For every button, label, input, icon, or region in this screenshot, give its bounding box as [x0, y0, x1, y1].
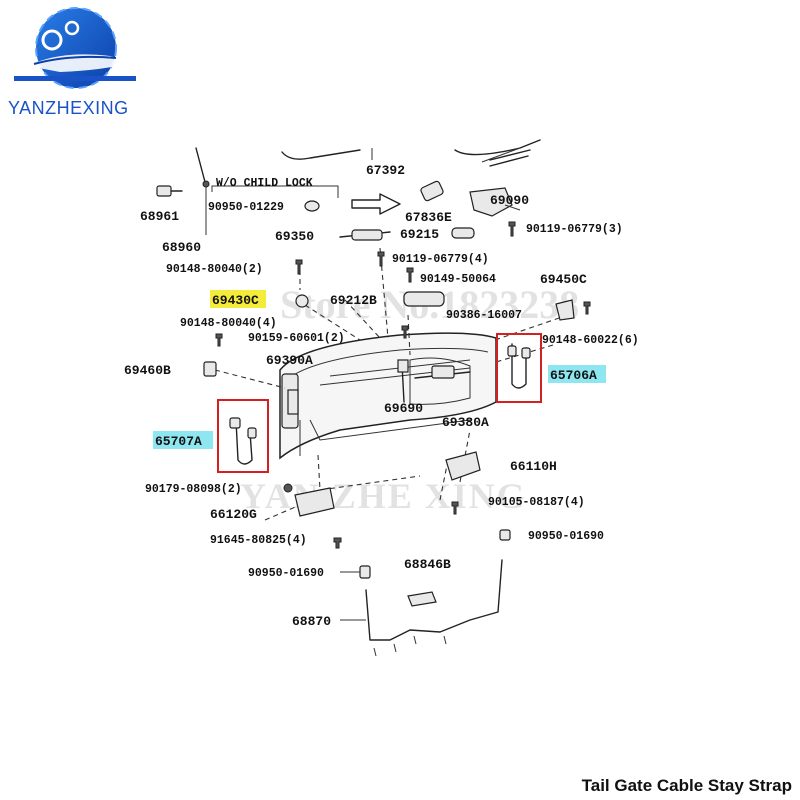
cable-strap-icon-2 — [235, 419, 253, 465]
label-90386: 90386-16007 — [446, 309, 522, 322]
brand-watermark: YAN ZHE XING — [240, 476, 527, 516]
label-65707a: 65707A — [155, 434, 202, 449]
label-90950-01690-left: 90950-01690 — [248, 567, 324, 580]
label-90179: 90179-08098(2) — [145, 483, 242, 496]
label-66120g: 66120G — [210, 507, 257, 522]
label-69390a: 69390A — [266, 353, 313, 368]
actuator-icon — [420, 180, 444, 202]
label-69215: 69215 — [400, 227, 439, 242]
brand-logo: YANZHEXING — [8, 7, 136, 118]
label-90148-2: 90148-80040(2) — [166, 263, 263, 276]
label-69450c: 69450C — [540, 272, 587, 287]
label-69380a: 69380A — [442, 415, 489, 430]
label-66110h: 66110H — [510, 459, 557, 474]
label-90950-01690-right: 90950-01690 — [528, 530, 604, 543]
callout-box-right — [496, 333, 542, 403]
gas-stay-icon — [445, 451, 481, 481]
label-90148-6: 90148-60022(6) — [542, 334, 639, 347]
callout-box-left — [217, 399, 269, 473]
label-69090: 69090 — [490, 193, 529, 208]
gas-stay-icon-2 — [294, 487, 335, 517]
callout-65707a — [217, 399, 269, 473]
clip-icon — [304, 200, 320, 212]
label-90119-4: 90119-06779(4) — [392, 253, 489, 266]
label-90950-01229: 90950-01229 — [208, 201, 284, 214]
product-caption: Tail Gate Cable Stay Strap — [582, 776, 792, 795]
top-drawing — [195, 139, 541, 235]
label-69460b: 69460B — [124, 363, 171, 378]
label-90159: 90159-60601(2) — [248, 332, 345, 345]
highlight-65707a — [153, 431, 213, 449]
callout-65706a — [496, 333, 542, 403]
label-91645: 91645-80825(4) — [210, 534, 307, 547]
handle-icon — [403, 291, 445, 307]
part-68961-icon — [156, 185, 172, 197]
label-67392: 67392 — [366, 163, 405, 178]
part-labels: 67392 W/O CHILD LOCK 69090 67836E 90119-… — [124, 163, 639, 629]
label-68961: 68961 — [140, 209, 179, 224]
part-69430c-icon — [295, 294, 309, 308]
label-69350: 69350 — [275, 229, 314, 244]
label-90119-3: 90119-06779(3) — [526, 223, 623, 236]
label-68960: 68960 — [162, 240, 201, 255]
label-90149: 90149-50064 — [420, 273, 496, 286]
small-parts — [156, 180, 591, 657]
label-68846b: 68846B — [404, 557, 451, 572]
brand-name: YANZHEXING — [8, 98, 129, 118]
label-90105: 90105-08187(4) — [488, 496, 585, 509]
rear-gate — [279, 332, 497, 460]
label-90148-4: 90148-80040(4) — [180, 317, 277, 330]
label-69430c: 69430C — [212, 293, 259, 308]
label-67836e: 67836E — [405, 210, 452, 225]
label-69690: 69690 — [384, 401, 423, 416]
label-69212b: 69212B — [330, 293, 377, 308]
highlight-65706a — [548, 365, 606, 383]
lock-icon — [469, 187, 513, 217]
label-68870: 68870 — [292, 614, 331, 629]
cable-strap-icon — [511, 343, 527, 389]
label-65706a: 65706A — [550, 368, 597, 383]
gear-car-logo-icon — [14, 7, 136, 89]
label-wo-child-lock: W/O CHILD LOCK — [216, 177, 313, 190]
highlight-69430c — [210, 290, 266, 308]
